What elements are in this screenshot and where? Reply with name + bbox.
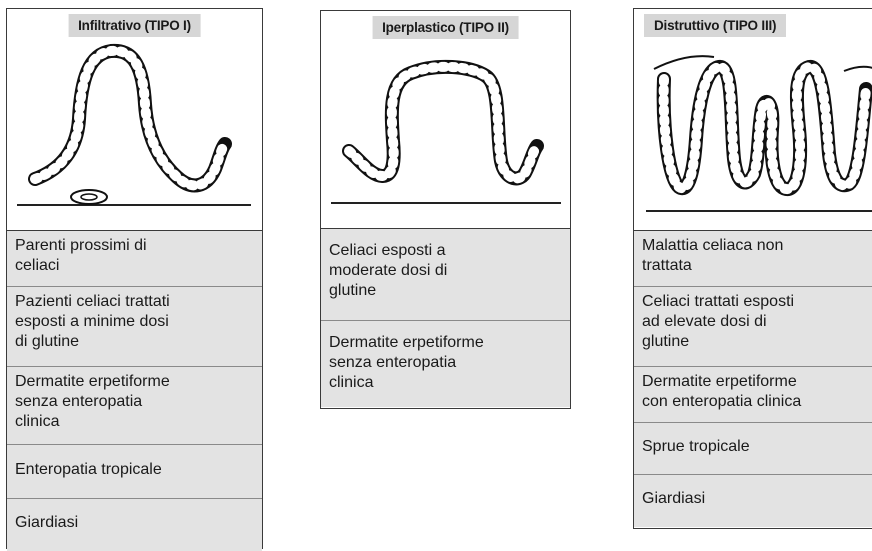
condition-item: Malattia celiaca non trattata xyxy=(634,231,872,287)
condition-item: Enteropatia tropicale xyxy=(7,445,262,499)
condition-item: Dermatite erpetiforme senza enteropatia … xyxy=(321,321,570,407)
column-title: Distruttivo (TIPO III) xyxy=(644,14,786,37)
illustration-hyperplastic-villus: Iperplastico (TIPO II) xyxy=(321,11,570,229)
condition-item: Dermatite erpetiforme senza enteropatia … xyxy=(7,367,262,445)
column-title: Iperplastico (TIPO II) xyxy=(372,16,519,39)
condition-item: Sprue tropicale xyxy=(634,423,872,475)
villus-drawing-type-2 xyxy=(321,11,569,227)
illustration-destructive-villus: Distruttivo (TIPO III) xyxy=(634,9,872,231)
condition-item: Celiaci esposti a moderate dosi di gluti… xyxy=(321,229,570,321)
illustration-infiltrative-villus: Infiltrativo (TIPO I) xyxy=(7,9,262,231)
column-title: Infiltrativo (TIPO I) xyxy=(68,14,201,37)
condition-item: Pazienti celiaci trattati esposti a mini… xyxy=(7,287,262,367)
column-type-1: Infiltrativo (TIPO I) Parenti prossimi d… xyxy=(6,8,263,549)
column-type-3: Distruttivo (TIPO III) Malattia celiaca … xyxy=(633,8,872,529)
column-type-2: Iperplastico (TIPO II) Celiaci esposti a… xyxy=(320,10,571,409)
villus-drawing-type-1 xyxy=(7,9,261,229)
villus-drawing-type-3 xyxy=(634,9,872,229)
condition-item: Celiaci trattati esposti ad elevate dosi… xyxy=(634,287,872,367)
condition-item: Giardiasi xyxy=(7,499,262,551)
condition-item: Dermatite erpetiforme con enteropatia cl… xyxy=(634,367,872,423)
condition-item: Giardiasi xyxy=(634,475,872,527)
condition-item: Parenti prossimi di celiaci xyxy=(7,231,262,287)
